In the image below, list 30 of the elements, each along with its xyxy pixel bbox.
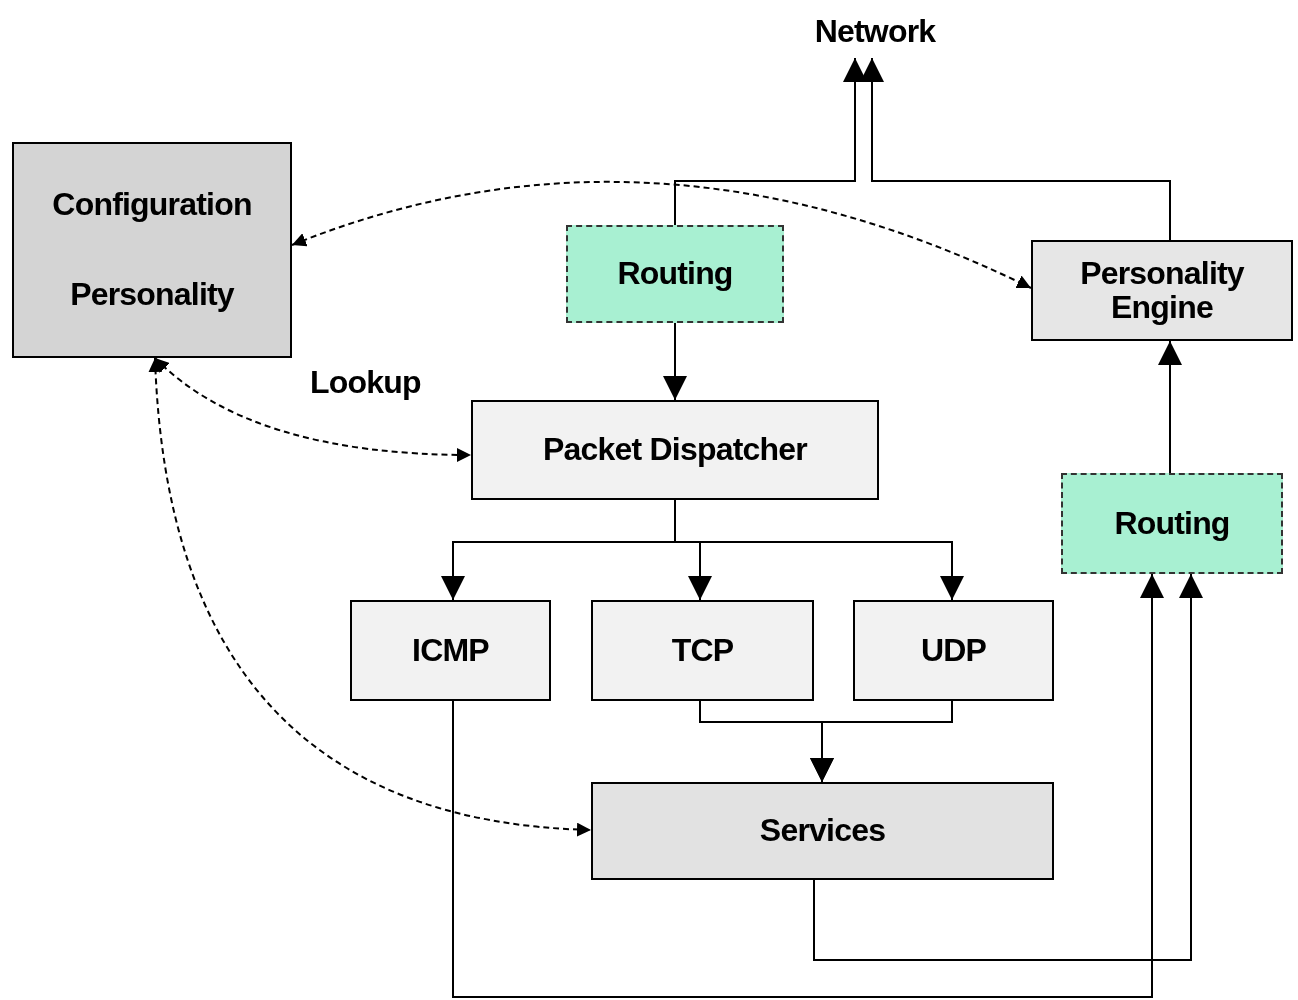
routing-box (566, 225, 784, 323)
arrow (674, 499, 964, 601)
dashed-arrow (149, 357, 592, 836)
node-text: ICMP (412, 633, 489, 668)
node-text: Network (814, 15, 936, 49)
node-text: Personality (70, 278, 234, 312)
node-text: Routing (617, 257, 733, 291)
protocol-box (853, 600, 1054, 701)
arrow (860, 57, 1171, 241)
dispatcher-box (471, 400, 879, 500)
node-text: Personality Engine (1079, 256, 1246, 325)
routing-box (1061, 473, 1283, 574)
node-text: Configuration (52, 188, 252, 222)
node-text: Services (759, 814, 886, 848)
node-text: TCP (671, 633, 734, 668)
arrow (813, 573, 1203, 961)
arrow (452, 573, 1164, 998)
arrow (1158, 340, 1182, 474)
arrow (663, 322, 687, 401)
protocol-box (350, 600, 551, 701)
dashed-arrow (154, 357, 472, 462)
node-text: Packet Dispatcher (543, 433, 807, 467)
engine-box (1031, 240, 1293, 341)
node-text: UDP (920, 633, 987, 668)
node-text: Routing (1114, 506, 1230, 541)
services-box (591, 782, 1054, 880)
protocol-box (591, 600, 814, 701)
arrow (810, 700, 953, 783)
dashed-arrow (291, 181, 1032, 289)
configuration-box (12, 142, 292, 358)
